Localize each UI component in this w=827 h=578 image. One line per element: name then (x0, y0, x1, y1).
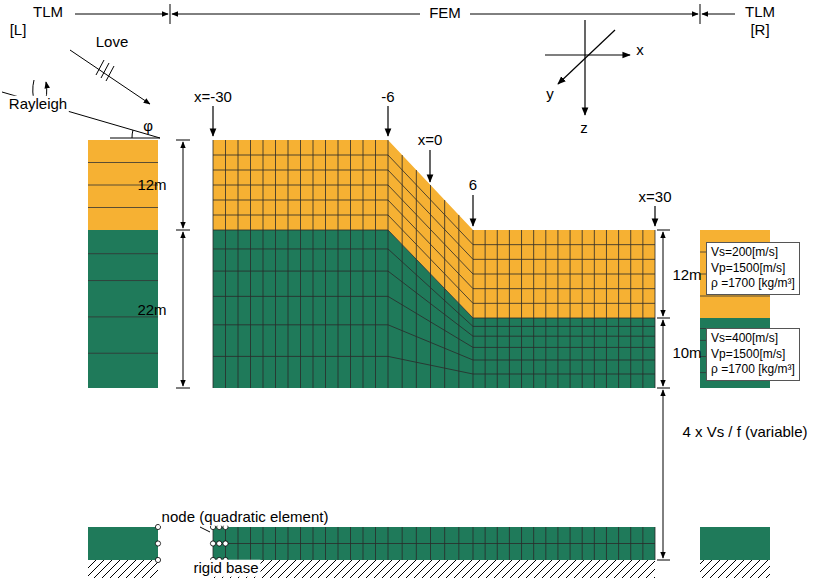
label: 6 (467, 177, 479, 194)
label: node (quadratic element) (160, 509, 331, 526)
label: x=-30 (194, 89, 232, 106)
fe-node (217, 541, 222, 546)
property-text: Vs=200[m/s] (711, 245, 795, 261)
soil-layer (213, 527, 655, 560)
axes (545, 20, 630, 115)
label: FEM (427, 5, 463, 22)
region-frame (75, 4, 735, 24)
rigid-base (700, 560, 770, 578)
layer-line (88, 280, 158, 281)
property-text: ρ =1700 [kg/m³] (711, 362, 795, 378)
label: x=30 (637, 189, 674, 206)
fe-node (223, 541, 228, 546)
soil-layer (700, 527, 770, 560)
rigid-base (213, 560, 655, 578)
label: 12m (672, 267, 701, 284)
property-text: Vs=400[m/s] (711, 331, 795, 347)
label: x (636, 42, 644, 59)
label: -6 (381, 89, 394, 106)
layer-line (700, 296, 770, 297)
incident-wave (2, 50, 160, 138)
label: y (546, 86, 554, 103)
label: [L] (10, 22, 27, 39)
label: z (580, 120, 588, 137)
dimension-line (176, 140, 670, 560)
property-text: Vp=1500[m/s] (711, 347, 795, 363)
property-text: Vp=1500[m/s] (711, 261, 795, 277)
label: Rayleigh (7, 96, 69, 113)
label: 4 x Vs / f (variable) (682, 424, 807, 441)
layer-line (88, 253, 158, 254)
label: TLM (745, 4, 775, 21)
property-box: Vs=200[m/s]Vp=1500[m/s]ρ =1700 [kg/m³] (706, 242, 800, 295)
label: Love (96, 34, 129, 51)
label: x=0 (416, 132, 445, 149)
layer-line (88, 207, 158, 208)
property-text: ρ =1700 [kg/m³] (711, 276, 795, 292)
rigid-base (88, 560, 158, 578)
soil-layer (213, 230, 655, 388)
label: [R] (750, 22, 769, 39)
fe-node (210, 541, 215, 546)
label: 10m (672, 345, 701, 362)
label: TLM (33, 4, 63, 21)
fe-node (155, 557, 160, 562)
position-arrow (213, 106, 655, 226)
property-box: Vs=400[m/s]Vp=1500[m/s]ρ =1700 [kg/m³] (706, 328, 800, 381)
layer-line (88, 353, 158, 354)
label: 22m (137, 302, 166, 319)
label: 12m (137, 177, 166, 194)
label: φ (143, 118, 153, 135)
layer-line (88, 162, 158, 163)
label: rigid base (191, 560, 260, 577)
soil-layer (88, 527, 158, 560)
fe-mesh (213, 140, 655, 560)
fe-node (155, 541, 160, 546)
